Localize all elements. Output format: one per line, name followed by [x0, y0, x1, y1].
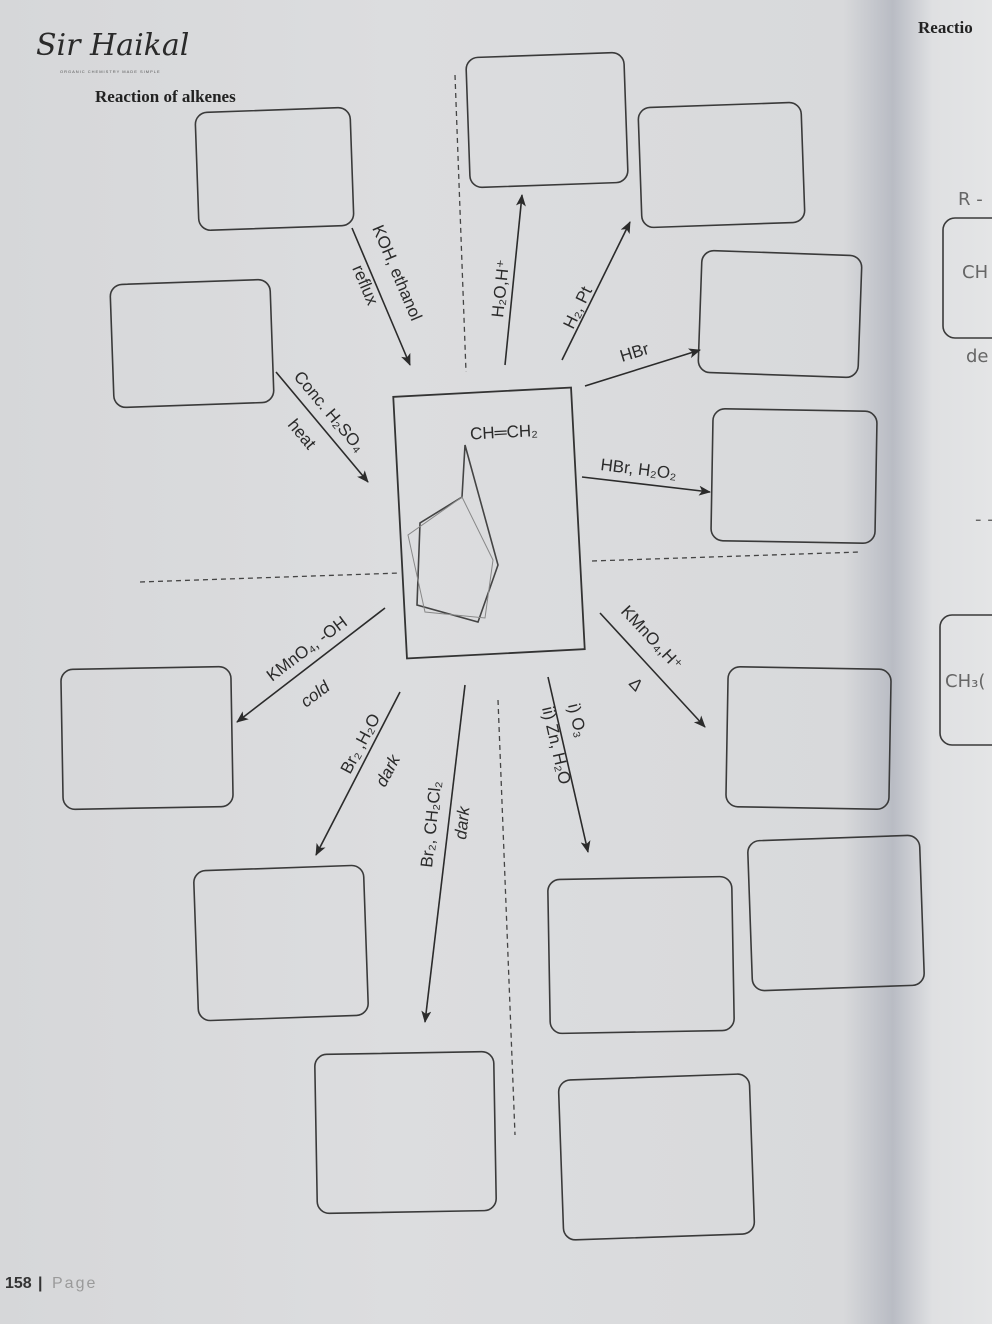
reagent-kmno4-cold: KMnO₄, -OH: [263, 612, 351, 685]
condition-dark-2: dark: [451, 804, 474, 840]
condition-cold: cold: [297, 677, 334, 711]
arrow-br2-ch2cl2: [421, 684, 466, 1023]
condition-heat: heat: [284, 415, 320, 453]
arrow-hbr: [584, 348, 701, 387]
divider-left: [139, 572, 401, 583]
reagent-labels: KOH, ethanol reflux Conc. H₂SO₄ heat H₂O…: [263, 222, 686, 868]
handwritten-r: R -: [958, 189, 983, 210]
page-title: Reaction of alkenes: [95, 87, 236, 106]
footer-page-word: Page: [52, 1275, 97, 1292]
arrow-hydrogenation: [561, 221, 631, 361]
divider-top: [454, 74, 467, 373]
answer-box-kmno4-hot-2[interactable]: [747, 834, 925, 992]
answer-box-hydrogenation[interactable]: [637, 101, 806, 229]
handwritten-ch: CH: [962, 262, 988, 283]
answer-box-ozonolysis-1[interactable]: [547, 875, 735, 1035]
condition-reflux: reflux: [348, 262, 382, 308]
handwritten-ch3: CH₃(: [945, 671, 985, 692]
facing-box-2: [939, 614, 992, 746]
reaction-arrows: [236, 194, 711, 1023]
answer-box-kmno4-hot-1[interactable]: [725, 666, 892, 811]
condition-dark-1: dark: [372, 750, 405, 789]
page-footer: 158 | Page: [5, 1275, 97, 1292]
divider-right: [591, 551, 861, 562]
facing-box-1: [942, 217, 992, 339]
vinyl-formula: CH═CH₂: [470, 421, 539, 444]
facing-page-title: Reactio: [918, 18, 973, 37]
starting-alkene: CH═CH₂: [392, 386, 586, 660]
answer-box-hbr[interactable]: [697, 249, 863, 379]
reagent-hbr-peroxide: HBr, H₂O₂: [600, 455, 678, 483]
arrow-kmno4-hot: [599, 612, 706, 728]
arrow-br2-water: [315, 691, 401, 856]
brand-logo: Sir Haikal: [36, 28, 189, 63]
answer-box-hbr-peroxide[interactable]: [710, 407, 878, 545]
divider-bottom: [497, 699, 516, 1136]
answer-box-dehydration[interactable]: [109, 278, 275, 409]
answer-box-br2-water[interactable]: [193, 864, 369, 1022]
molecule-frame: [392, 386, 586, 660]
arrow-hbr-peroxide: [581, 476, 711, 496]
pencil-sketch-ring: [407, 496, 494, 619]
arrow-kmno4-cold: [236, 607, 386, 723]
answer-box-kmno4-cold[interactable]: [60, 665, 234, 811]
facing-page: Reactio R - CH de - - CH₃(: [918, 18, 992, 746]
reagent-ozone: i) O₃: [564, 702, 590, 740]
arrow-koh: [351, 227, 411, 366]
facing-dash: - -: [975, 509, 992, 530]
cyclopentane-ring-icon: [416, 444, 499, 623]
arrow-ozonolysis: [547, 676, 591, 853]
answer-box-br2-ch2cl2[interactable]: [314, 1050, 497, 1215]
answer-boxes: [60, 51, 925, 1241]
reagent-br2-water: Br₂ ,H₂O: [337, 710, 384, 776]
answer-box-hydration[interactable]: [465, 51, 629, 189]
reagent-hydrogenation: H₂, Pt: [560, 283, 597, 331]
footer-separator: |: [38, 1275, 42, 1292]
answer-box-elimination[interactable]: [194, 106, 355, 232]
answer-box-ozonolysis-2[interactable]: [557, 1073, 756, 1241]
arrow-hydration: [504, 194, 526, 366]
brand-tagline: ORGANIC CHEMISTRY MADE SIMPLE: [60, 69, 161, 74]
reagent-hydration: H₂O,H⁺: [488, 259, 513, 319]
handwritten-de: de: [966, 346, 989, 367]
reagent-hbr: HBr: [618, 339, 652, 366]
arrow-h2so4: [275, 371, 369, 483]
reagent-koh: KOH, ethanol: [368, 222, 425, 323]
page-number: 158: [5, 1275, 32, 1292]
reagent-br2-ch2cl2: Br₂, CH₂Cl₂: [417, 780, 445, 868]
reagent-kmno4-hot: KMnO₄,H⁺: [617, 602, 686, 674]
condition-delta: Δ: [625, 674, 647, 695]
